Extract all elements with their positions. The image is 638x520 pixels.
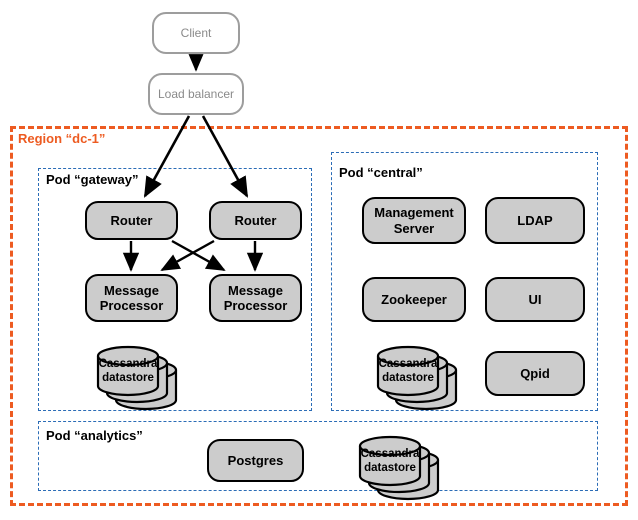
node-message-processor-1-label-line1: Message bbox=[104, 282, 159, 298]
node-postgres[interactable]: Postgres bbox=[207, 439, 304, 482]
datastore-cassandra-analytics[interactable]: Cassandra datastore bbox=[340, 428, 460, 501]
node-ldap-label: LDAP bbox=[517, 212, 553, 228]
cassandra-cylinder-stack-icon bbox=[96, 345, 178, 411]
pod-analytics-label: Pod “analytics” bbox=[44, 428, 145, 443]
node-client-label: Client bbox=[180, 25, 212, 40]
pod-analytics bbox=[38, 421, 598, 491]
node-zookeeper[interactable]: Zookeeper bbox=[362, 277, 466, 322]
node-message-processor-2-label-line2: Processor bbox=[223, 298, 288, 313]
node-message-processor-2-label-line1: Message bbox=[228, 282, 283, 298]
node-message-processor-1[interactable]: Message Processor bbox=[85, 274, 178, 322]
region-dc-1-label: Region “dc-1” bbox=[18, 131, 106, 146]
node-message-processor-1-label-line2: Processor bbox=[99, 298, 164, 313]
cassandra-cylinder-stack-icon bbox=[376, 345, 458, 411]
pod-central-label: Pod “central” bbox=[337, 165, 425, 180]
pod-central bbox=[331, 152, 598, 411]
region-dc-1 bbox=[10, 126, 628, 506]
node-ldap[interactable]: LDAP bbox=[485, 197, 585, 244]
node-postgres-label: Postgres bbox=[227, 452, 284, 468]
node-ui-label: UI bbox=[528, 291, 542, 307]
node-router-1[interactable]: Router bbox=[85, 201, 178, 240]
node-message-processor-2[interactable]: Message Processor bbox=[209, 274, 302, 322]
node-load-balancer-label: Load balancer bbox=[157, 86, 235, 101]
datastore-cassandra-central[interactable]: Cassandra datastore bbox=[358, 338, 478, 411]
node-zookeeper-label: Zookeeper bbox=[381, 291, 447, 307]
node-router-1-label: Router bbox=[110, 212, 153, 228]
node-router-2-label: Router bbox=[234, 212, 277, 228]
node-management-server-label-line2: Server bbox=[393, 220, 435, 236]
node-management-server[interactable]: Management Server bbox=[362, 197, 466, 244]
node-router-2[interactable]: Router bbox=[209, 201, 302, 240]
cassandra-cylinder-stack-icon bbox=[358, 435, 440, 501]
node-load-balancer[interactable]: Load balancer bbox=[148, 73, 244, 115]
datastore-cassandra-gateway[interactable]: Cassandra datastore bbox=[78, 338, 198, 411]
node-management-server-label-line1: Management bbox=[374, 205, 454, 221]
node-ui[interactable]: UI bbox=[485, 277, 585, 322]
pod-gateway-label: Pod “gateway” bbox=[44, 172, 141, 187]
node-qpid-label: Qpid bbox=[520, 365, 550, 381]
node-qpid[interactable]: Qpid bbox=[485, 351, 585, 396]
node-client[interactable]: Client bbox=[152, 12, 240, 54]
